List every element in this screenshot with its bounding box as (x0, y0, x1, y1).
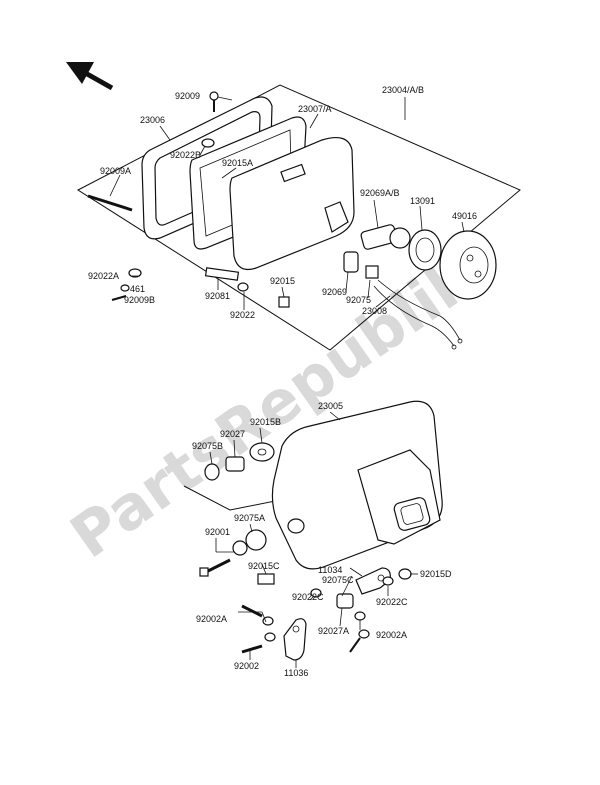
label-92009: 92009 (175, 91, 200, 101)
bracket-11036 (283, 618, 307, 661)
label-23004: 23004/A/B (382, 85, 424, 95)
label-92015B: 92015B (250, 417, 281, 427)
label-92002A-left: 92002A (196, 614, 227, 624)
collar-92027A (336, 593, 354, 609)
nut-92015D (398, 568, 412, 580)
label-92075B: 92075B (192, 441, 223, 451)
label-92002A-right: 92002A (376, 630, 407, 640)
label-92022: 92022 (230, 310, 255, 320)
label-92069: 92069 (322, 287, 347, 297)
label-23008: 23008 (362, 306, 387, 316)
label-92015C: 92015C (248, 561, 280, 571)
nut-92022 (237, 282, 249, 292)
label-92015: 92015 (270, 276, 295, 286)
label-49016: 49016 (452, 211, 477, 221)
label-92022A: 92022A (88, 271, 119, 281)
label-92075C: 92075C (322, 575, 354, 585)
label-92009A: 92009A (100, 166, 131, 176)
label-92001: 92001 (205, 527, 230, 537)
label-92015D: 92015D (420, 569, 452, 579)
label-92022C-right: 92022C (376, 597, 408, 607)
label-92022B: 92022B (170, 150, 201, 160)
bolt-92002A (241, 604, 276, 642)
small-hardware-lower-left (111, 268, 142, 301)
label-92081: 92081 (205, 291, 230, 301)
dust-cover-49016 (439, 230, 497, 300)
leader-lines-lower (209, 411, 418, 668)
headlight-case (271, 400, 443, 570)
label-92075A: 92075A (234, 513, 265, 523)
bulb-socket-13091 (408, 229, 442, 271)
label-23006: 23006 (140, 115, 165, 125)
bolt-92001 (199, 558, 231, 577)
leader-lines-upper (109, 96, 465, 310)
label-92069A: 92069A/B (360, 188, 400, 198)
nut-92022B (201, 138, 215, 148)
label-92015A: 92015A (222, 158, 253, 168)
screw-92009 (209, 91, 219, 112)
hardware-right-92002A (349, 611, 370, 653)
headlight-unit (229, 137, 355, 271)
label-461: 461 (130, 284, 145, 294)
washer-92075B (204, 463, 220, 481)
washer-92022C (310, 576, 394, 598)
nut-92015C (257, 573, 275, 585)
adjuster-92081 (204, 267, 240, 281)
label-11034: 11034 (318, 565, 342, 575)
label-92002: 92002 (234, 661, 259, 671)
bulb-assembly (343, 224, 411, 279)
washer-92075A (232, 529, 267, 556)
label-13091: 13091 (410, 196, 435, 206)
collar-92027 (225, 456, 245, 472)
direction-arrow-icon (66, 62, 114, 91)
label-92027: 92027 (220, 429, 245, 439)
part-labels: 23004/A/B 92009 23006 23007/A 92022B 920… (88, 85, 477, 678)
screw-92009A (87, 194, 133, 212)
label-92027A: 92027A (318, 626, 349, 636)
label-11036: 11036 (284, 668, 308, 678)
label-92075: 92075 (346, 295, 371, 305)
label-92022C-left: 92022C (292, 592, 324, 602)
bolt-92002 (241, 644, 263, 654)
label-23005: 23005 (318, 401, 343, 411)
label-92009B: 92009B (124, 295, 155, 305)
nut-92015 (278, 296, 290, 308)
label-23007: 23007/A (298, 104, 332, 114)
grommet-92015B (249, 442, 275, 462)
